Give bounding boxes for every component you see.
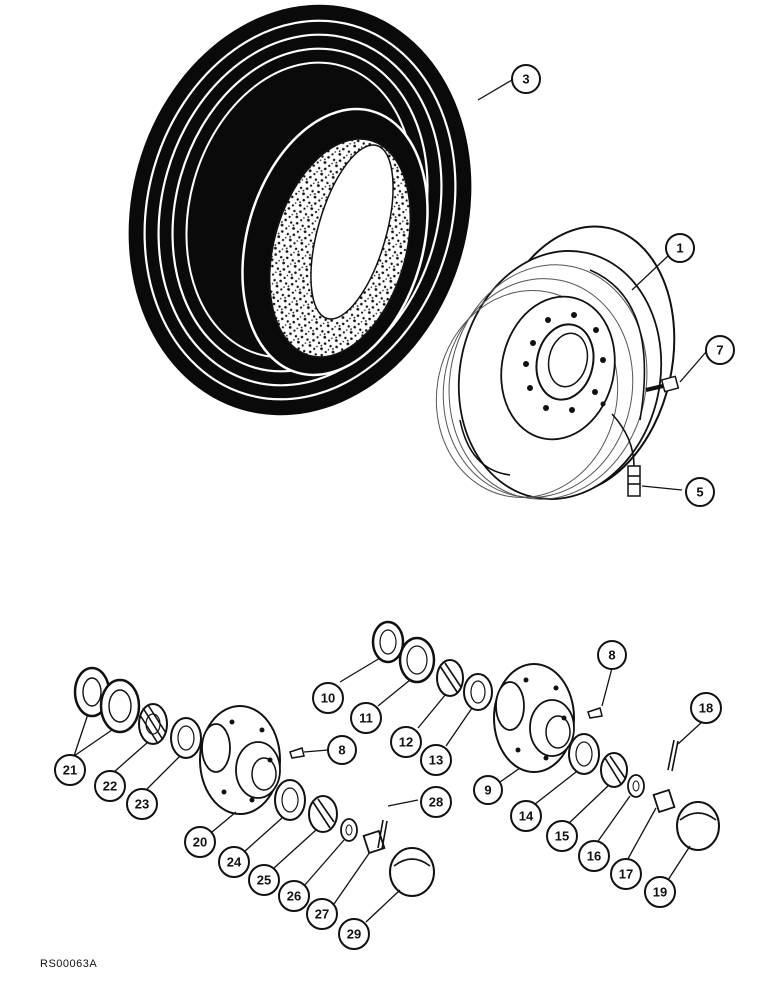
callout-7: 7 — [705, 335, 735, 365]
callout-18: 18 — [690, 692, 722, 724]
callout-label-8-right: 8 — [608, 648, 615, 663]
callout-28: 28 — [420, 786, 452, 818]
callout-27: 27 — [306, 898, 338, 930]
callout-label-10: 10 — [321, 691, 335, 706]
callout-label-26: 26 — [287, 889, 301, 904]
callout-label-24: 24 — [227, 855, 242, 870]
callout-13: 13 — [420, 744, 452, 776]
callout-15: 15 — [546, 820, 578, 852]
leader-lines — [73, 79, 707, 923]
callout-label-14: 14 — [519, 809, 534, 824]
callout-label-17: 17 — [619, 867, 633, 882]
callout-label-13: 13 — [429, 753, 443, 768]
callout-1: 1 — [665, 233, 695, 263]
callout-12: 12 — [390, 726, 422, 758]
callout-label-22: 22 — [103, 779, 117, 794]
callout-3: 3 — [511, 64, 541, 94]
valve-stem — [611, 413, 641, 497]
callout-label-8-left: 8 — [338, 743, 345, 758]
figure-id: RS00063A — [40, 958, 98, 970]
callout-8-right: 8 — [597, 640, 627, 670]
callout-29: 29 — [338, 918, 370, 950]
callout-label-16: 16 — [587, 849, 601, 864]
wheel-bolt — [645, 375, 680, 393]
wheel-rim — [435, 225, 676, 500]
left-hub-assembly — [73, 666, 435, 897]
callout-16: 16 — [578, 840, 610, 872]
callout-24: 24 — [218, 846, 250, 878]
callout-10: 10 — [312, 682, 344, 714]
callout-label-9: 9 — [484, 783, 491, 798]
callout-20: 20 — [184, 826, 216, 858]
callout-label-25: 25 — [257, 873, 271, 888]
callout-11: 11 — [350, 702, 382, 734]
callout-19: 19 — [644, 876, 676, 908]
callout-25: 25 — [248, 864, 280, 896]
callout-17: 17 — [610, 858, 642, 890]
callout-label-5: 5 — [696, 485, 703, 500]
callout-9: 9 — [473, 775, 503, 805]
callout-8-left: 8 — [327, 735, 357, 765]
callout-label-27: 27 — [315, 907, 329, 922]
callout-label-20: 20 — [193, 835, 207, 850]
callout-label-29: 29 — [347, 927, 361, 942]
callout-22: 22 — [94, 770, 126, 802]
callout-label-1: 1 — [676, 241, 683, 256]
callout-5: 5 — [685, 477, 715, 507]
right-hub-assembly — [371, 620, 720, 851]
callout-label-7: 7 — [716, 343, 723, 358]
callout-label-23: 23 — [135, 797, 149, 812]
callout-label-12: 12 — [399, 735, 413, 750]
callout-label-21: 21 — [63, 763, 77, 778]
callout-26: 26 — [278, 880, 310, 912]
callout-14: 14 — [510, 800, 542, 832]
callout-label-15: 15 — [555, 829, 569, 844]
callout-23: 23 — [126, 788, 158, 820]
callout-label-19: 19 — [653, 885, 667, 900]
callout-label-18: 18 — [699, 701, 713, 716]
callout-label-11: 11 — [359, 711, 373, 726]
tire — [128, 4, 472, 416]
callout-label-28: 28 — [429, 795, 443, 810]
callout-label-3: 3 — [522, 72, 529, 87]
callout-21: 21 — [54, 754, 86, 786]
